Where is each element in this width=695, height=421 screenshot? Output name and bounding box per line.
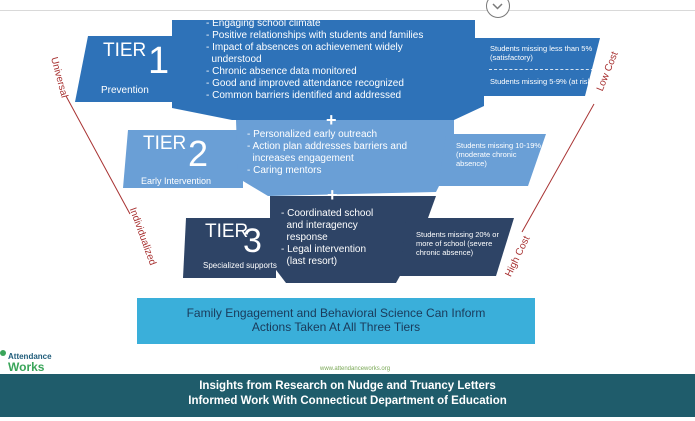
plus-icon: + [326,110,337,130]
tier1-subtitle: Prevention [101,85,149,96]
tier1-funnel [172,20,484,120]
tier2-bullets: - Personalized early outreach - Action p… [247,129,447,177]
banner-text: Family Engagement and Behavioral Science… [137,306,535,334]
top-divider [0,10,695,11]
logo-icon [0,350,6,356]
list-item: - Positive relationships with students a… [206,30,424,41]
tier2-side-box [438,134,546,186]
list-item: (last resort) [281,256,338,267]
list-item: - Common barriers identified and address… [206,90,402,101]
tier2-number: 2 [188,133,209,174]
tier2-funnel [236,120,454,196]
right-axis-line [521,103,595,233]
list-item: - Chronic absence data monitored [206,66,357,77]
info-banner [137,298,535,344]
tier1-number: 1 [148,40,170,82]
list-item: - Action plan addresses barriers and [247,141,408,152]
tier1-side-box [484,38,600,96]
tier1-word: TIER [103,40,147,61]
website-link[interactable]: www.attendanceworks.org [320,366,391,372]
logo-text-bottom: Works [8,360,45,374]
banner-line-1: Family Engagement and Behavioral Science… [186,306,486,320]
tier3-word: TIER [205,221,249,242]
footer-line-1: Insights from Research on Nudge and Trua… [199,380,496,392]
tier2-subtitle: Early Intervention [141,176,212,186]
tier3-number: 3 [243,222,262,260]
chevron-down-icon[interactable] [486,0,510,18]
list-item: - Caring mentors [247,165,322,176]
tier3-label-box [183,218,276,278]
list-item: - Engaging school climate [206,18,321,29]
plus-icon: + [327,185,338,205]
list-item: understood [206,54,262,65]
tier2-label-box [123,130,243,188]
tier1-side-divider [489,69,599,70]
tier1-label-box [75,36,172,102]
tier2-word: TIER [143,133,187,154]
tier3-subtitle: Specialized supports [203,261,277,270]
tier3-funnel [270,196,436,283]
list-item: - Legal intervention [281,244,367,255]
left-axis-line [65,95,131,215]
tier1-bullets: - Engaging school climate - Positive rel… [206,18,466,102]
tier2-side-text: Students missing 10-19% (moderate chroni… [456,141,542,168]
tier1-side-text-1: Students missing less than 5% (satisfact… [490,44,593,62]
list-item: increases engagement [247,153,354,164]
list-item: response [281,232,328,243]
list-item: - Coordinated school [281,208,374,219]
list-item: and interagency [281,220,358,231]
list-item: - Impact of absences on achievement wide… [206,42,403,53]
footer-line-2: Informed Work With Connecticut Departmen… [188,395,507,407]
tier3-side-text: Students missing 20% or more of school (… [416,230,499,257]
logo-text-top: Attendance [8,352,52,361]
tier1-side-text-2: Students missing 5-9% (at risk) [490,77,594,86]
banner-line-2: Actions Taken At All Three Tiers [251,320,421,334]
footer-title: Insights from Research on Nudge and Trua… [0,379,695,409]
list-item: - Good and improved attendance recognize… [206,78,404,89]
footer-bar [0,374,695,417]
tier3-bullets: - Coordinated school and interagency res… [281,208,411,268]
tier3-side-box [400,218,514,276]
list-item: - Personalized early outreach [247,129,378,140]
